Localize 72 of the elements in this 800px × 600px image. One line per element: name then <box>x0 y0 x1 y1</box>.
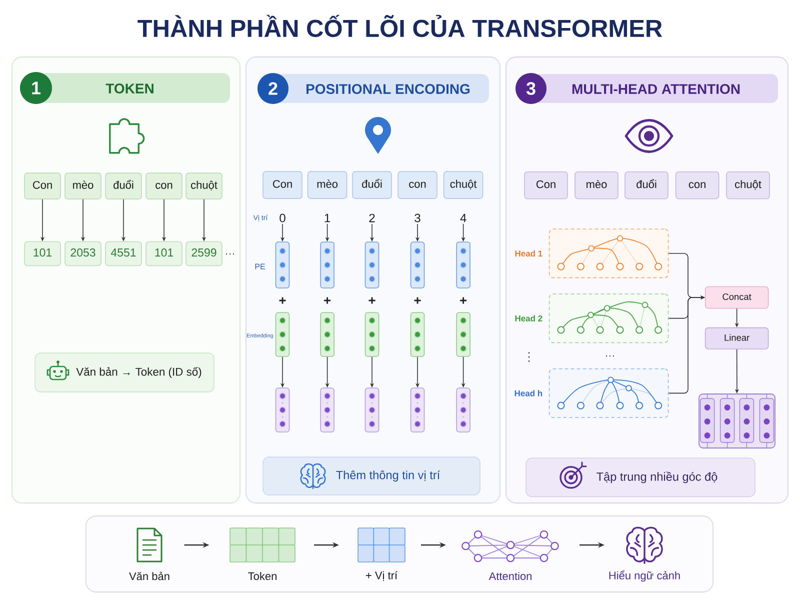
word-box: Con <box>262 171 302 199</box>
vector-column <box>456 388 470 432</box>
plus-sign: + <box>279 297 286 304</box>
word-box: con <box>146 172 182 200</box>
word-box: Con <box>24 172 61 200</box>
word-box: mèo <box>64 172 102 200</box>
caption-box: Tập trung nhiều góc độ <box>526 458 756 498</box>
vector-column <box>364 388 380 432</box>
vector-column <box>456 242 470 288</box>
token-id-box: 4551 <box>105 241 142 266</box>
position-number: 3 <box>414 214 420 222</box>
plus-sign: + <box>324 297 331 304</box>
position-number: 1 <box>324 214 330 222</box>
vector-column <box>364 242 380 288</box>
plus-sign: + <box>368 297 376 304</box>
position-number: 4 <box>460 214 466 222</box>
vector-column <box>275 242 290 288</box>
step-caption: Token <box>248 572 276 580</box>
vector-column <box>410 312 425 357</box>
caption-box: Văn bản → Token (ID số) <box>34 352 214 392</box>
plus-sign: + <box>414 297 421 304</box>
vector-column <box>275 312 290 357</box>
position-number: 2 <box>369 214 375 222</box>
document-icon <box>136 528 162 562</box>
step-caption: Văn bản <box>129 572 170 580</box>
title: THÀNH PHẦN CỐT LÕI CỦA TRANSFORMER <box>138 14 662 38</box>
process-box: Linear <box>704 327 769 350</box>
step-caption: + Vị trí <box>366 571 398 581</box>
vector-column <box>320 242 334 288</box>
vector-column <box>456 312 470 357</box>
word-box: mèo <box>307 171 348 199</box>
process-box: Concat <box>704 286 769 309</box>
head-label: Head h <box>514 390 542 396</box>
vector-column <box>320 388 334 432</box>
head-label: Head 1 <box>515 250 542 257</box>
title-banner: TOKEN <box>40 73 230 103</box>
network-icon <box>462 530 559 562</box>
grid-icon <box>230 528 296 562</box>
ellipsis: … <box>606 355 614 357</box>
number-badge: 1 <box>20 72 52 104</box>
word-box: con <box>398 171 438 199</box>
word-box: chuột <box>726 171 770 200</box>
vector-column <box>275 388 290 432</box>
head-label: Head 2 <box>515 315 542 322</box>
number-badge: 3 <box>516 73 546 104</box>
word-box: chuột <box>443 171 484 199</box>
word-box: chuột <box>186 172 222 200</box>
word-box: mèo <box>574 171 618 200</box>
grid-icon <box>358 528 406 562</box>
row-label: PE <box>255 264 265 270</box>
brain-icon <box>626 526 663 564</box>
plus-sign: + <box>460 297 467 304</box>
word-box: đuổi <box>105 172 142 200</box>
word-box: Con <box>524 171 568 200</box>
position-number: 0 <box>280 214 286 222</box>
vector-column <box>320 312 334 357</box>
word-box: đuổi <box>624 171 668 200</box>
ellipsis: ⋮ <box>528 352 530 362</box>
token-id-box: 101 <box>24 241 61 266</box>
number-badge: 2 <box>258 73 288 104</box>
word-box: con <box>675 171 720 200</box>
token-id-box: 101 <box>146 241 182 266</box>
vector-column <box>410 388 425 432</box>
vector-column <box>410 242 425 288</box>
output-matrix <box>698 394 776 448</box>
token-id-box: 2053 <box>64 241 102 266</box>
vector-column <box>364 312 380 357</box>
step-caption: Attention <box>488 572 532 580</box>
caption-box: Thêm thông tin vị trí <box>262 456 480 496</box>
word-box: đuổi <box>352 171 392 199</box>
token-id-box: 2599 <box>186 241 222 266</box>
step-caption: Hiểu ngữ cảnh <box>609 570 680 582</box>
